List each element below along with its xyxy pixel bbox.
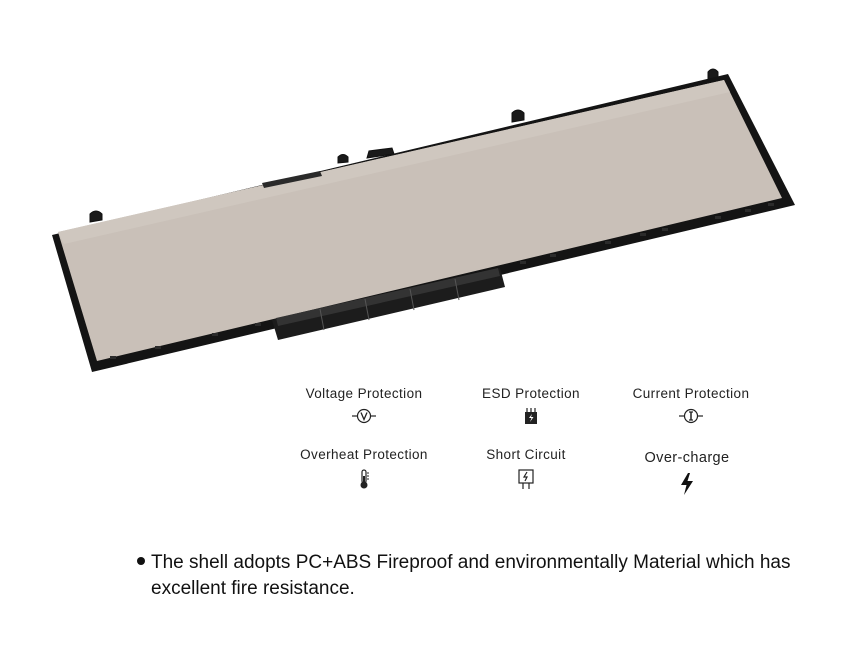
lightning-icon [681, 473, 693, 495]
protection-label: Short Circuit [486, 447, 566, 462]
protection-short-circuit: Short Circuit [436, 447, 616, 490]
bullet-point [137, 557, 145, 565]
protection-overheat: Overheat Protection [274, 447, 454, 490]
description-text: The shell adopts PC+ABS Fireproof and en… [151, 552, 791, 599]
protection-voltage: Voltage Protection [274, 386, 454, 425]
protection-current: Current Protection [601, 386, 781, 425]
thermometer-icon [360, 469, 369, 489]
protection-over-charge: Over-charge [597, 450, 777, 496]
protection-label: Over-charge [644, 450, 730, 466]
protection-esd: ESD Protection [441, 386, 621, 425]
protection-label: Overheat Protection [300, 447, 428, 462]
protection-label: Current Protection [632, 386, 750, 401]
battery-image [52, 68, 795, 372]
esd-icon [525, 408, 537, 424]
short-circuit-icon [518, 469, 534, 489]
battery-illustration [52, 68, 795, 372]
protection-label: ESD Protection [482, 386, 580, 401]
protection-label: Voltage Protection [305, 386, 423, 401]
current-icon [679, 408, 703, 424]
voltage-icon [352, 408, 376, 424]
